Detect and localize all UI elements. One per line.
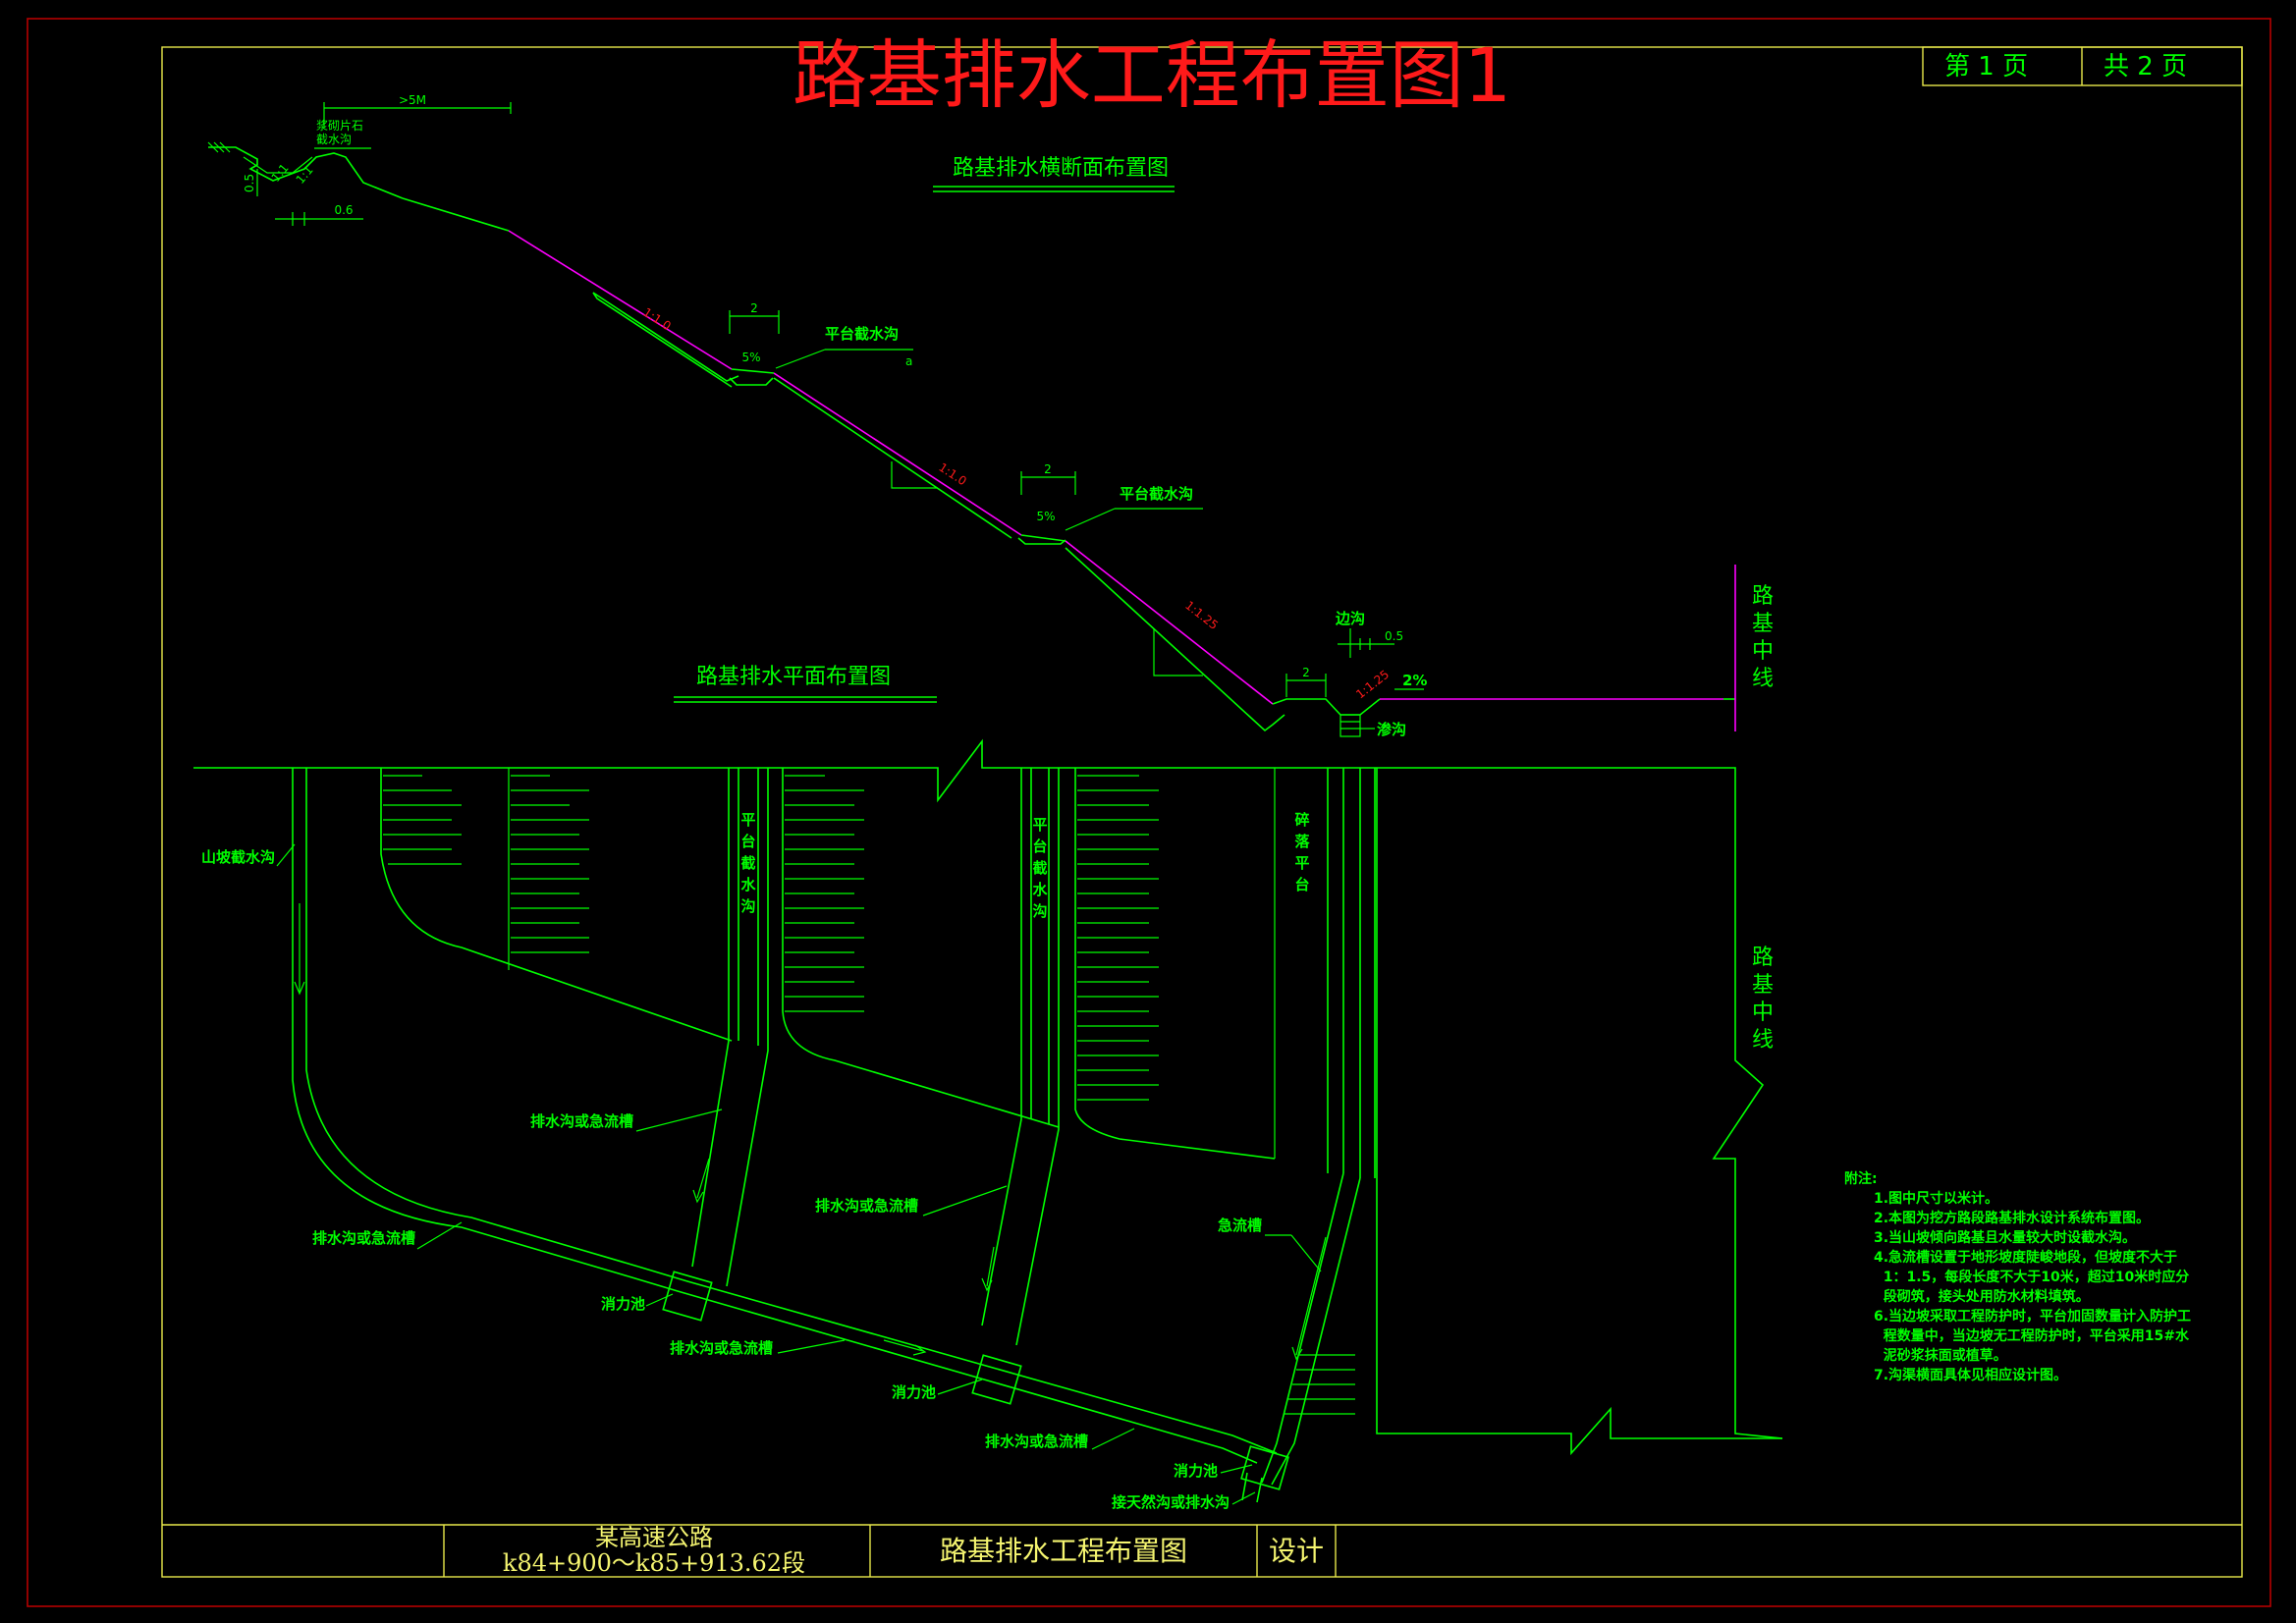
top-ditch-label-1: 浆砌片石 xyxy=(316,118,363,133)
note-10: 7.沟渠横面具体见相应设计图。 xyxy=(1874,1367,2067,1383)
note-3: 3.当山坡倾向路基且水量较大时设截水沟。 xyxy=(1874,1229,2136,1246)
dim-05-left: 0.5 xyxy=(243,174,256,192)
drain-chute-label-5: 排水沟或急流槽 xyxy=(985,1433,1088,1450)
note-7: 6.当边坡采取工程防护时，平台加固数量计入防护工 xyxy=(1874,1308,2191,1325)
chute-label: 急流槽 xyxy=(1218,1217,1262,1234)
basin-label-2: 消力池 xyxy=(892,1383,936,1401)
main-title: 路基排水工程布置图1 xyxy=(793,31,1511,119)
design-label: 设计 xyxy=(1269,1535,1324,1567)
drain-chute-label-3: 排水沟或急流槽 xyxy=(312,1229,415,1247)
notes: 附注: 1.图中尺寸以米计。 2.本图为挖方路段路基排水设计系统布置图。 3.当… xyxy=(1844,1170,2191,1383)
centerline-top-3: 中 xyxy=(1752,639,1774,664)
centerline-bottom-1: 路 xyxy=(1752,946,1774,970)
bench-slope-2: 5% xyxy=(1036,510,1055,523)
note-4: 4.急流槽设置于地形坡度陡峻地段，但坡度不大于 xyxy=(1874,1249,2177,1266)
cross-section: 路基排水横断面布置图 >5M 浆砌片石 截水沟 0.5 1:1 1:1 0.6 xyxy=(207,93,1774,738)
slope-1-1-b: 1:1 xyxy=(294,163,316,187)
centerline-bottom-2: 基 xyxy=(1752,973,1774,998)
hatch-block-3 xyxy=(1077,775,1159,1101)
note-8: 程数量中，当边坡无工程防护时，平台采用15#水 xyxy=(1874,1327,2190,1344)
note-9: 泥砂浆抹面或植草。 xyxy=(1874,1347,2007,1364)
dim-top-5m: >5M xyxy=(399,93,426,107)
bench-ditch-label-2: 平台截水沟 xyxy=(1120,485,1193,503)
centerline-top-2: 基 xyxy=(1752,612,1774,636)
note-6: 段砌筑，接头处用防水材料填筑。 xyxy=(1874,1288,2090,1305)
notes-heading: 附注: xyxy=(1844,1170,1878,1187)
outer-frame xyxy=(27,18,2271,1607)
bench-ditch-label-1: 平台截水沟 xyxy=(825,325,899,343)
hatch-block-4 xyxy=(1285,1354,1355,1415)
note-1: 1.图中尺寸以米计。 xyxy=(1874,1190,1998,1207)
basin-label-3: 消力池 xyxy=(1174,1462,1218,1480)
slope-label-4: 1:1.25 xyxy=(1353,668,1392,702)
basin-1 xyxy=(662,1271,713,1322)
centerline-bottom-3: 中 xyxy=(1752,1001,1774,1025)
bench-ditch-v1-1: 平 xyxy=(740,811,755,829)
note-5: 1：1.5，每段长度不大于10米，超过10米时应分 xyxy=(1874,1269,2189,1285)
basin-2 xyxy=(971,1354,1022,1405)
bench-ditch-v2-1: 平 xyxy=(1032,816,1047,834)
drain-label: 渗沟 xyxy=(1377,721,1406,738)
outlet-label: 接天然沟或排水沟 xyxy=(1112,1493,1230,1511)
bench-ditch-v2-2: 台 xyxy=(1032,838,1047,855)
bench-ditch-v1-2: 台 xyxy=(740,833,755,850)
bench-width-1: 2 xyxy=(750,301,758,315)
bench-ditch-v1-4: 水 xyxy=(740,876,756,893)
plan-view: 路基排水平面布置图 山坡截水沟 xyxy=(193,665,1783,1511)
project-name: 某高速公路 xyxy=(595,1524,713,1551)
basin-label-1: 消力池 xyxy=(601,1295,645,1313)
hill-ditch-label: 山坡截水沟 xyxy=(201,848,275,866)
debris-platform-3: 平 xyxy=(1294,854,1309,872)
bench-slope-1: 5% xyxy=(741,351,760,364)
dim-05: 0.5 xyxy=(1385,629,1403,643)
title-block: 某高速公路 k84+900～k85+913.62段 路基排水工程布置图 设计 xyxy=(162,1524,2242,1577)
centerline-top-4: 线 xyxy=(1752,667,1774,691)
hatch-block-2 xyxy=(785,775,864,1012)
drain-chute-label-1: 排水沟或急流槽 xyxy=(530,1112,633,1130)
drain-chute-label-4: 排水沟或急流槽 xyxy=(670,1339,773,1357)
drawing-frame xyxy=(161,46,2243,1578)
cross-section-title: 路基排水横断面布置图 xyxy=(953,156,1169,181)
slope-label-1: 1:1.0 xyxy=(640,305,673,333)
centerline-bottom-4: 线 xyxy=(1752,1028,1774,1053)
bench-ditch-v2-4: 水 xyxy=(1032,881,1048,898)
page-box: 第 1 页 共 2 页 xyxy=(1922,46,2243,86)
bench-ditch-v1-3: 截 xyxy=(740,854,755,872)
debris-platform-1: 碎 xyxy=(1294,811,1309,829)
drain-chute-label-2: 排水沟或急流槽 xyxy=(815,1197,918,1215)
road-slope: 2% xyxy=(1402,672,1427,689)
debris-platform-2: 落 xyxy=(1294,833,1310,850)
bench-width-2: 2 xyxy=(1044,462,1052,476)
side-ditch-label: 边沟 xyxy=(1335,610,1365,627)
plan-title: 路基排水平面布置图 xyxy=(696,665,891,689)
centerline-top-1: 路 xyxy=(1752,584,1774,609)
note-2: 2.本图为挖方路段路基排水设计系统布置图。 xyxy=(1874,1210,2150,1226)
bench-ditch-v2-5: 沟 xyxy=(1032,902,1047,920)
bench-ditch-v2-3: 截 xyxy=(1032,859,1047,877)
page-total: 共 2 页 xyxy=(2104,52,2187,81)
page-current: 第 1 页 xyxy=(1944,52,2028,81)
debris-platform-4: 台 xyxy=(1294,876,1309,893)
hatch-block-1 xyxy=(383,775,589,953)
bench-ditch-v1-5: 沟 xyxy=(740,897,755,915)
slope-label-2: 1:1.0 xyxy=(936,460,968,488)
side-ditch-width: 2 xyxy=(1302,666,1310,679)
project-section: k84+900～k85+913.62段 xyxy=(503,1549,805,1577)
drawing-name: 路基排水工程布置图 xyxy=(940,1535,1187,1567)
dim-06: 0.6 xyxy=(334,203,353,217)
top-ditch-label-2: 截水沟 xyxy=(316,133,352,146)
svg-text:a: a xyxy=(905,354,912,368)
slope-label-3: 1:1.25 xyxy=(1182,598,1221,632)
